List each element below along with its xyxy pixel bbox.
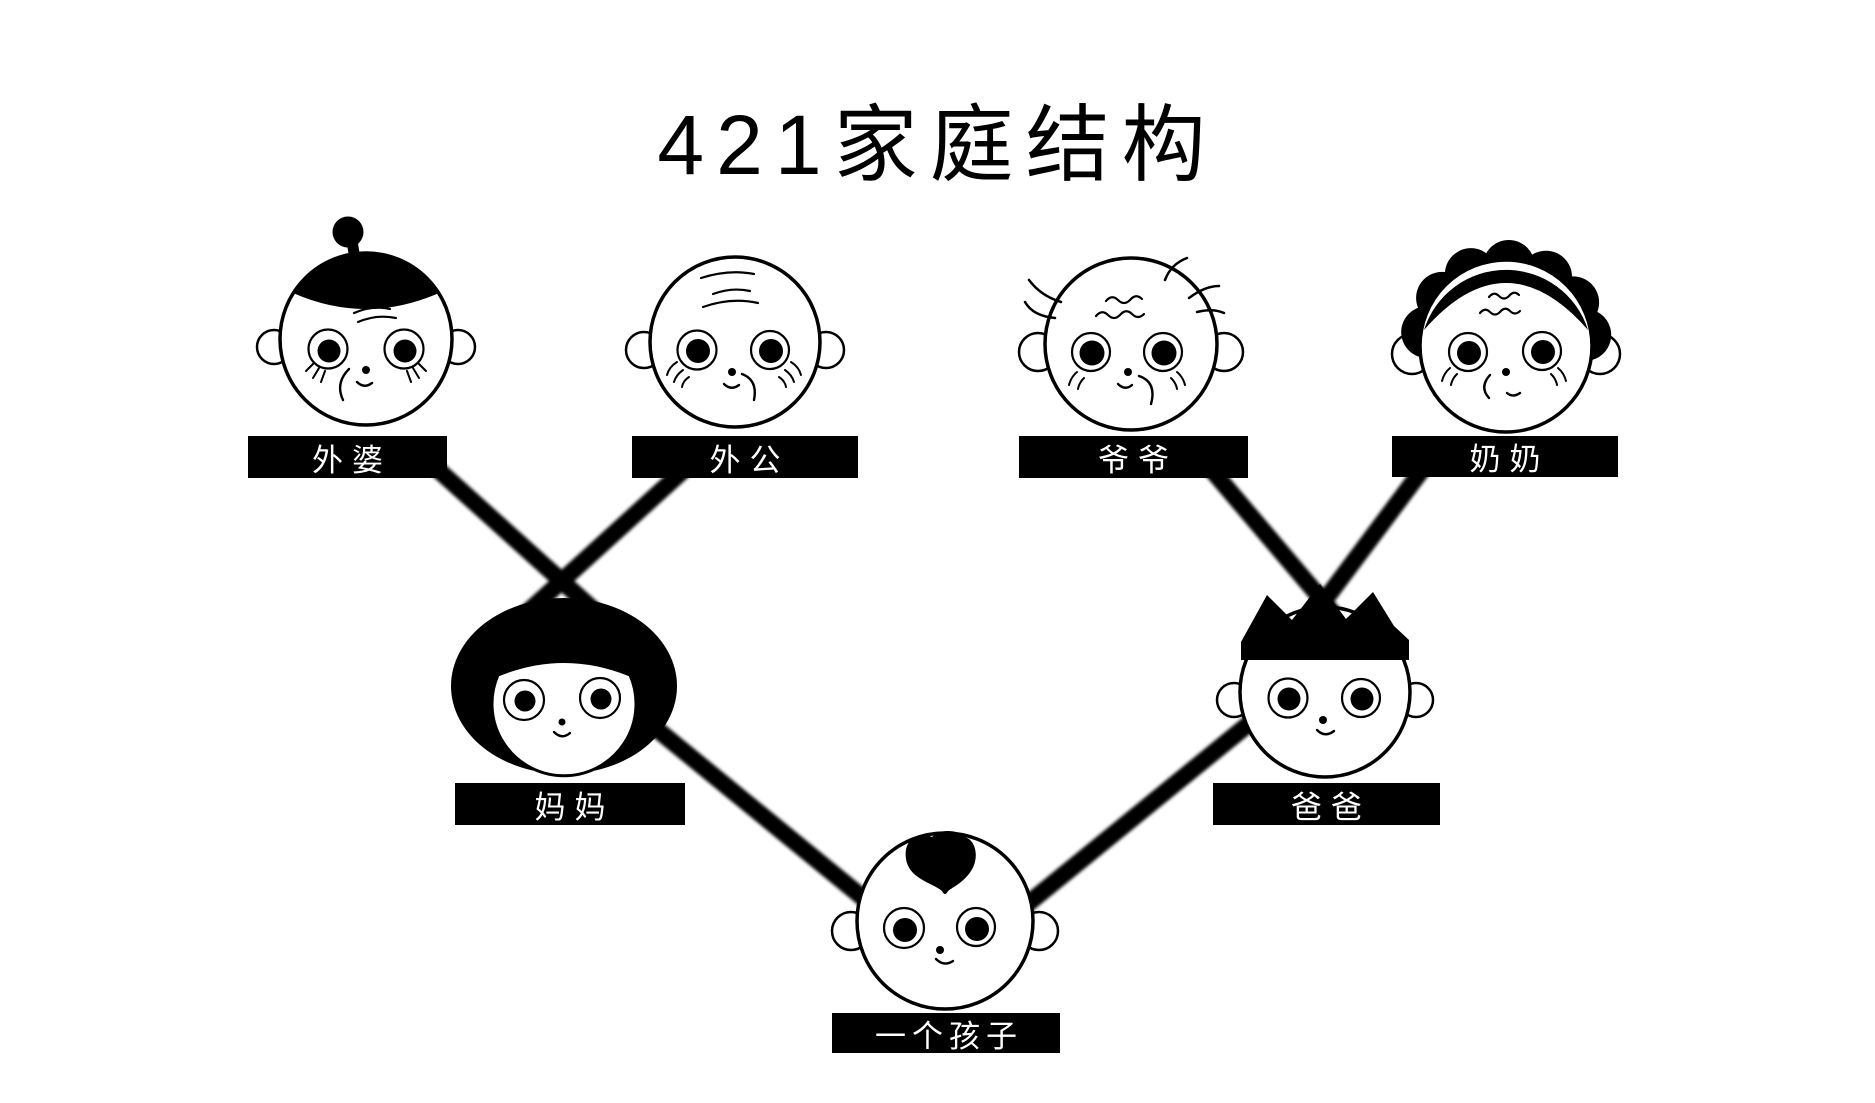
edge-father-child — [1008, 711, 1262, 922]
eye-wrinkles — [1068, 371, 1186, 390]
mouth-and-nose — [1315, 716, 1336, 736]
label-text: 一个孩子 — [875, 1018, 1023, 1054]
forehead-wrinkles — [1478, 291, 1522, 316]
eyes — [307, 328, 425, 370]
forehead-wrinkles — [699, 271, 760, 309]
eyelashes — [305, 362, 427, 383]
hair — [293, 252, 439, 309]
father-face — [1215, 584, 1435, 779]
head — [1043, 256, 1219, 432]
spiky-hair — [1241, 584, 1409, 660]
label-text: 外婆 — [312, 442, 392, 478]
sparse-hair-strands — [1023, 256, 1226, 320]
eyes — [502, 676, 622, 722]
head — [648, 255, 822, 429]
eyes — [1447, 330, 1563, 373]
forehead-wrinkles — [1094, 295, 1146, 320]
eyes — [1267, 677, 1382, 719]
hair — [1424, 269, 1588, 330]
label-text: 妈妈 — [534, 789, 615, 825]
label-only-child: 一个孩子 — [832, 1013, 1060, 1054]
maternal-grandfather-face — [624, 255, 846, 429]
eyes — [1070, 331, 1184, 373]
label-paternal-grandmother: 奶奶 — [1392, 436, 1618, 477]
mouth-and-nose — [1483, 368, 1522, 400]
paternal-grandfather-face — [1017, 256, 1245, 432]
hair-tuft — [905, 831, 976, 894]
mouth-and-nose — [552, 718, 572, 738]
mouth-and-nose — [1116, 368, 1154, 406]
mouth-and-nose — [338, 366, 374, 402]
label-maternal-grandmother: 外婆 — [248, 436, 447, 478]
mother-face — [451, 598, 677, 778]
eye-wrinkles — [666, 361, 802, 388]
label-text: 外公 — [709, 442, 790, 478]
forehead-wrinkles — [352, 306, 398, 324]
label-text: 爷爷 — [1098, 442, 1178, 478]
eyes — [676, 329, 791, 371]
mouth-and-nose — [722, 368, 756, 402]
edge-mother-child — [642, 715, 890, 922]
label-maternal-grandfather: 外公 — [632, 436, 858, 478]
label-mother: 妈妈 — [455, 783, 685, 825]
label-text: 爸爸 — [1291, 789, 1371, 825]
mouth-and-nose — [934, 946, 955, 965]
paternal-grandmother-face — [1390, 240, 1622, 434]
connector-lines — [419, 451, 1435, 922]
page-title: 421家庭结构 — [657, 98, 1218, 193]
maternal-grandmother-face — [255, 216, 477, 427]
only-child-face — [830, 831, 1060, 1011]
head — [1418, 258, 1594, 434]
label-father: 爸爸 — [1213, 783, 1440, 825]
eye-wrinkles — [1441, 367, 1567, 386]
eyes — [882, 906, 997, 950]
label-paternal-grandfather: 爷爷 — [1019, 436, 1248, 478]
label-text: 奶奶 — [1469, 442, 1550, 477]
